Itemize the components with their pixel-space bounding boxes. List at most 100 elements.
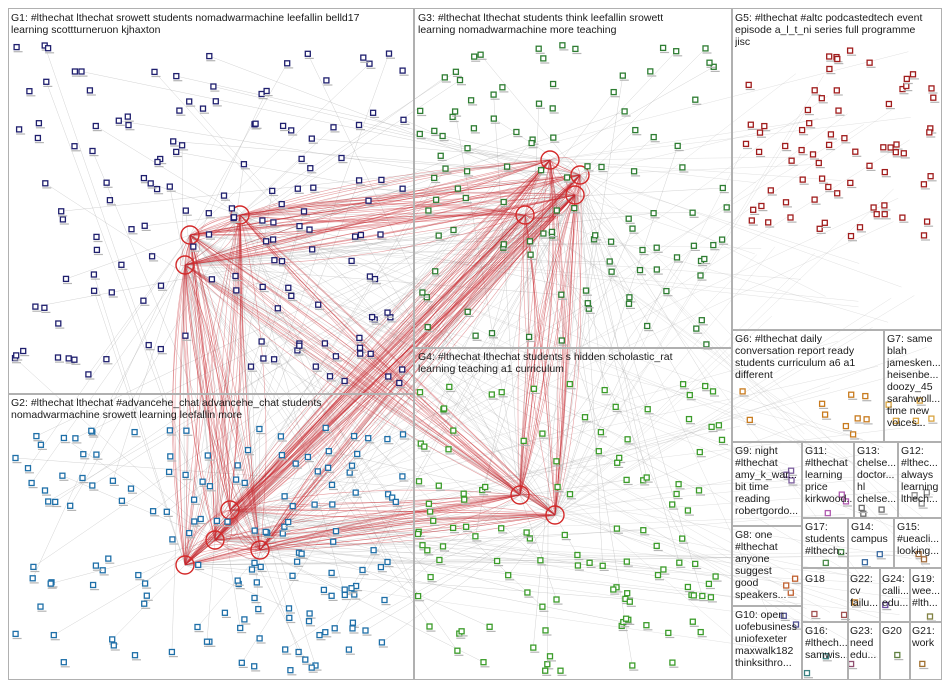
node bbox=[321, 340, 331, 349]
node bbox=[471, 53, 481, 62]
node bbox=[241, 616, 251, 625]
edge-bundle bbox=[214, 509, 231, 543]
node bbox=[238, 659, 248, 668]
edge bbox=[353, 174, 581, 437]
node bbox=[553, 207, 563, 216]
node bbox=[930, 94, 940, 103]
edge-bundle bbox=[229, 509, 261, 551]
node bbox=[285, 518, 295, 528]
node bbox=[894, 651, 904, 661]
edge bbox=[214, 376, 331, 541]
edge-bundle bbox=[184, 539, 216, 566]
node-layer bbox=[11, 42, 940, 679]
node bbox=[52, 498, 62, 508]
node bbox=[650, 133, 660, 143]
node bbox=[803, 669, 813, 679]
edge-bundle bbox=[184, 509, 231, 566]
edge-bundle bbox=[184, 194, 576, 566]
edge-bundle bbox=[184, 214, 526, 566]
node bbox=[208, 276, 218, 285]
node bbox=[847, 232, 857, 242]
edge-bundle bbox=[179, 234, 191, 267]
node bbox=[131, 652, 141, 661]
edge-bundle bbox=[229, 214, 526, 511]
edge bbox=[189, 234, 762, 249]
node bbox=[643, 622, 653, 631]
node bbox=[715, 422, 725, 431]
edge-bundle bbox=[184, 494, 521, 566]
node bbox=[606, 258, 616, 267]
node bbox=[385, 373, 395, 382]
node bbox=[304, 453, 314, 463]
edge-bundle bbox=[524, 194, 576, 222]
node bbox=[350, 432, 361, 442]
edge bbox=[214, 385, 706, 541]
edge-bundle bbox=[184, 234, 200, 266]
edge-bundle bbox=[184, 264, 556, 516]
group-label-g19: G19: wee... #lth... bbox=[912, 573, 941, 609]
node bbox=[312, 363, 322, 372]
edge bbox=[384, 494, 521, 601]
edge-bundle bbox=[214, 194, 576, 541]
edge bbox=[263, 358, 521, 496]
node bbox=[314, 468, 324, 477]
node bbox=[329, 501, 339, 510]
node bbox=[458, 628, 468, 637]
node bbox=[526, 238, 536, 247]
node bbox=[277, 433, 287, 442]
node bbox=[78, 68, 88, 77]
edge-bundle bbox=[214, 514, 556, 541]
edge-bundle bbox=[189, 174, 581, 236]
node bbox=[118, 497, 128, 506]
edge-bundle bbox=[184, 264, 261, 551]
node bbox=[414, 530, 424, 540]
edge-bundle bbox=[214, 214, 526, 541]
edge-bundle bbox=[524, 159, 551, 216]
edge-bundle bbox=[189, 234, 556, 516]
node bbox=[89, 147, 99, 157]
edge bbox=[299, 345, 556, 516]
node bbox=[892, 149, 902, 158]
edge-bundle bbox=[184, 264, 556, 516]
node bbox=[431, 127, 441, 137]
node bbox=[141, 222, 151, 231]
node bbox=[316, 631, 326, 641]
node bbox=[520, 437, 530, 447]
edge-bundle bbox=[184, 194, 576, 266]
node bbox=[610, 88, 620, 98]
edge-bundle bbox=[184, 264, 231, 511]
node bbox=[213, 517, 223, 527]
node bbox=[792, 621, 802, 630]
edge-bundle bbox=[259, 514, 556, 551]
edge-bundle bbox=[229, 159, 551, 511]
edge bbox=[524, 214, 562, 341]
edge bbox=[214, 490, 905, 541]
edge bbox=[309, 194, 576, 230]
node bbox=[623, 476, 633, 486]
edge-bundle bbox=[184, 174, 581, 566]
node bbox=[912, 417, 922, 426]
node bbox=[44, 45, 55, 54]
edge bbox=[229, 168, 446, 511]
edge-bundle bbox=[214, 534, 261, 551]
node bbox=[825, 183, 835, 193]
node bbox=[300, 208, 310, 217]
node bbox=[105, 555, 115, 564]
node bbox=[421, 443, 431, 452]
node bbox=[863, 416, 873, 425]
node bbox=[367, 350, 377, 359]
node bbox=[141, 600, 151, 609]
node bbox=[663, 287, 673, 297]
node bbox=[37, 603, 47, 612]
edge-bundle bbox=[184, 264, 231, 511]
group-box-g5 bbox=[732, 8, 942, 330]
edge bbox=[171, 264, 186, 653]
edge bbox=[88, 234, 191, 375]
node bbox=[12, 630, 22, 640]
edge bbox=[184, 264, 458, 651]
node bbox=[665, 629, 675, 639]
node bbox=[841, 135, 851, 144]
node bbox=[782, 199, 792, 208]
node bbox=[549, 105, 559, 114]
edge bbox=[554, 239, 595, 516]
